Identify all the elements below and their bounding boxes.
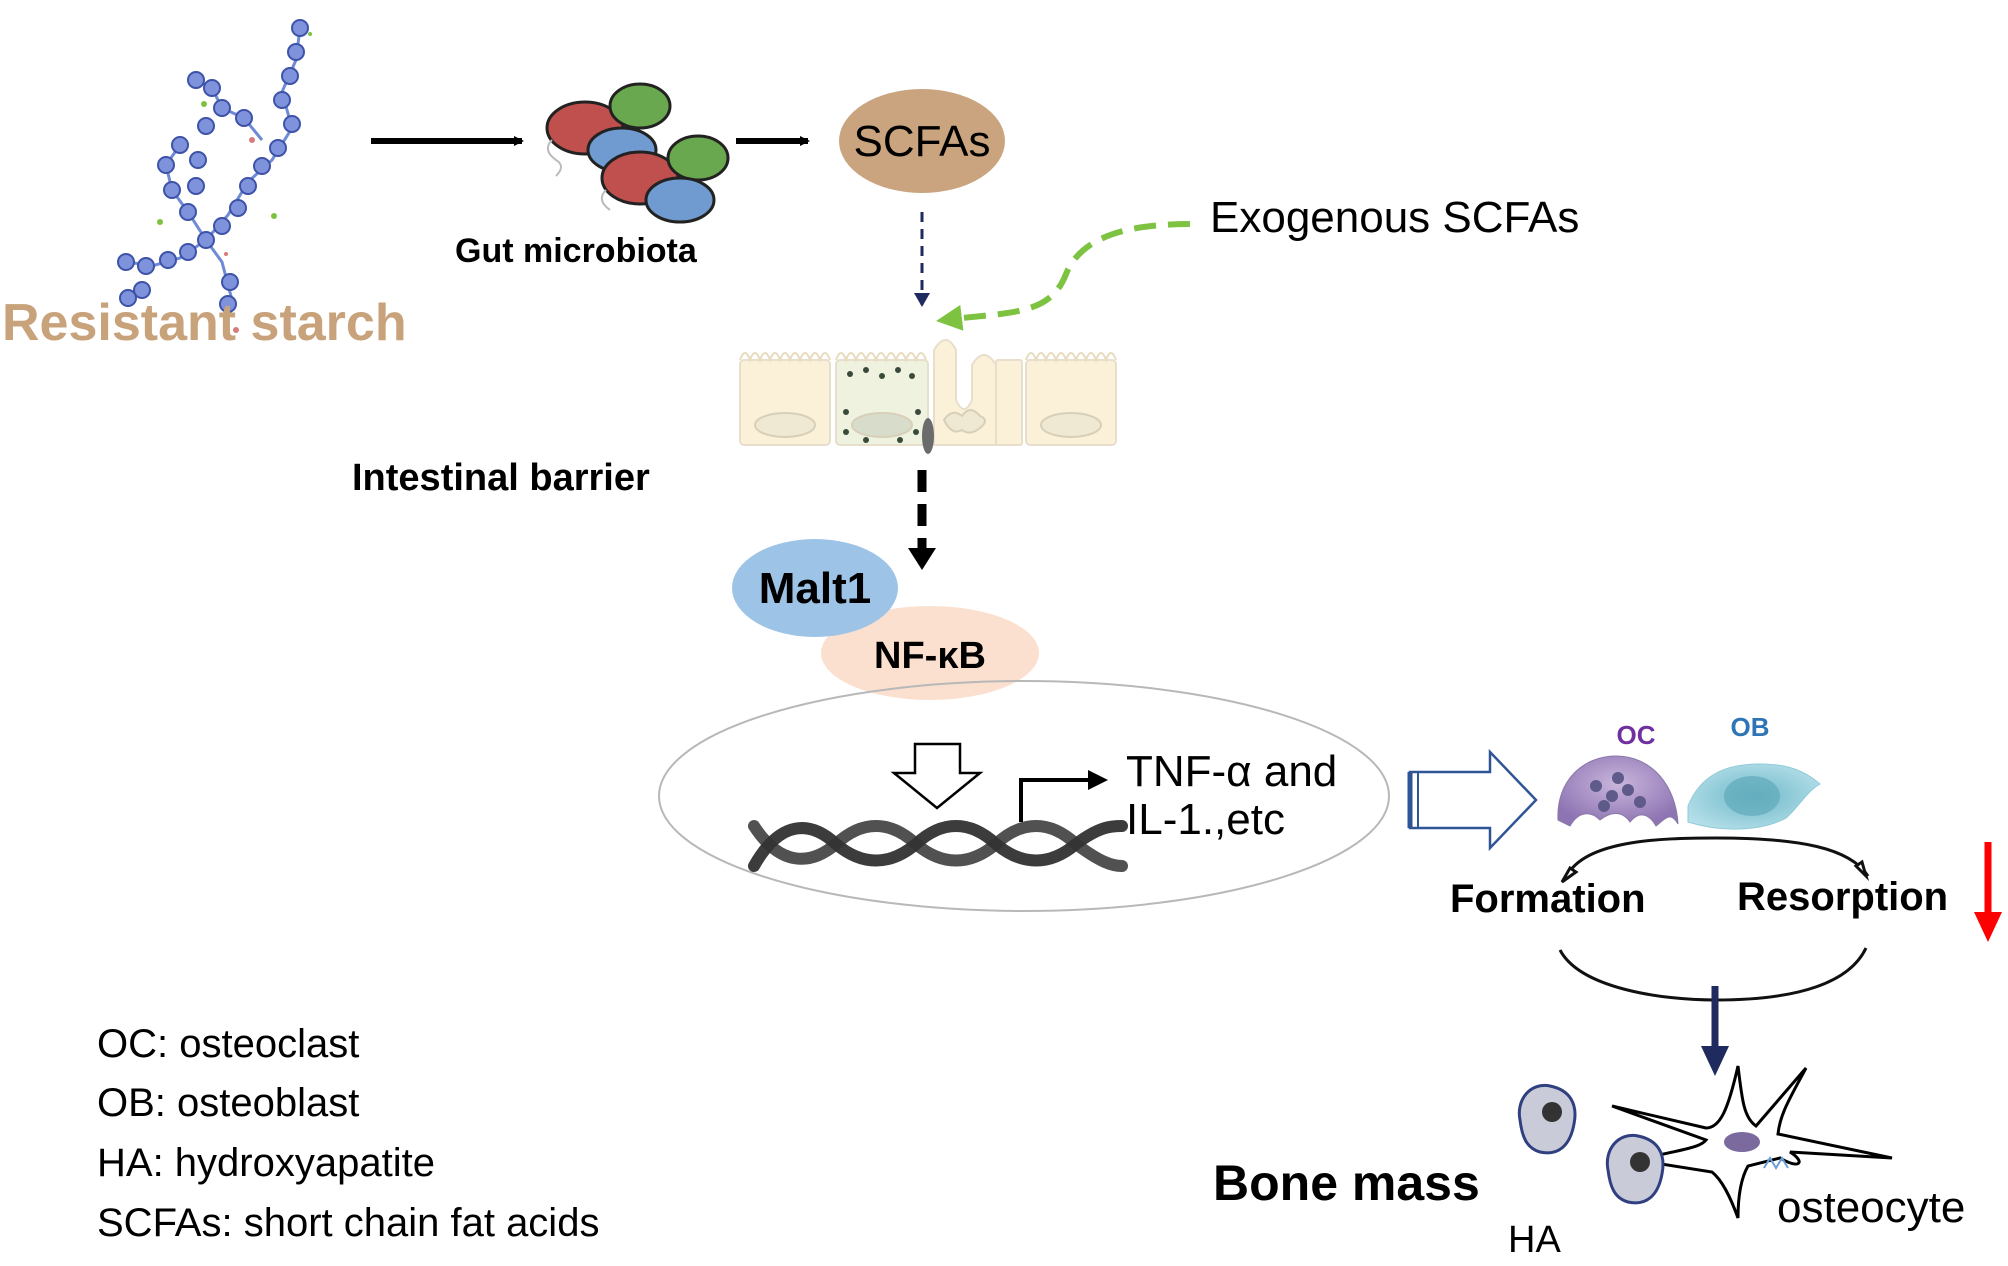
decrease-arrow-icon [1974, 842, 2002, 942]
legend-item: OB: osteoblast [97, 1081, 359, 1125]
ob-label: OB [1731, 712, 1770, 742]
legend-item: HA: hydroxyapatite [97, 1141, 435, 1185]
arrow-barrier-to-malt1-head [908, 548, 936, 570]
gut-microbiota-label: Gut microbiota [455, 232, 698, 270]
resorption-label: Resorption [1737, 875, 1948, 919]
cytokines-line2: IL-1.,etc [1126, 795, 1285, 844]
legend-item: OC: osteoclast [97, 1022, 359, 1066]
cytokines-line1: TNF-α and [1126, 747, 1337, 796]
hollow-down-arrow-icon [890, 742, 984, 810]
hollow-right-arrow-icon [1407, 748, 1538, 852]
transcription-arrow-head [1088, 770, 1108, 790]
ha-label: HA [1508, 1219, 1561, 1261]
osteoblast-cell-icon [1687, 763, 1821, 830]
nucleus-outline [658, 680, 1390, 912]
arrow-to-bone-mass [1701, 986, 1729, 1076]
exogenous-scfas-label: Exogenous SCFAs [1210, 193, 1579, 242]
bone-mass-label: Bone mass [1213, 1155, 1480, 1211]
gut-bacteria-icon [545, 82, 730, 224]
dna-helix-icon [748, 820, 1128, 872]
legend-item: SCFAs: short chain fat acids [97, 1201, 599, 1245]
hydroxyapatite-icon [1517, 1083, 1665, 1205]
exogenous-scfas-arrow [936, 221, 1191, 331]
resistant-starch-label: Resistant starch [2, 294, 407, 352]
transcription-arrow-icon [1019, 778, 1090, 822]
oc-label: OC [1617, 720, 1656, 750]
scfas-node [839, 89, 1005, 193]
starch-molecule-icon [117, 19, 312, 333]
intestinal-barrier-cells-icon [739, 339, 1117, 454]
abbreviation-legend: OC: osteoclast OB: osteoblast HA: hydrox… [97, 1022, 599, 1245]
scfas-label: SCFAs [854, 117, 991, 166]
malt1-label: Malt1 [759, 564, 871, 613]
intestinal-barrier-label: Intestinal barrier [352, 457, 650, 499]
osteoclast-cell-icon [1557, 755, 1679, 827]
malt1-node [732, 539, 898, 637]
osteocyte-label: osteocyte [1777, 1183, 1965, 1232]
formation-label: Formation [1450, 877, 1646, 921]
nfkb-label: NF-κB [874, 635, 986, 677]
nfkb-node [821, 606, 1039, 700]
osteocyte-cell-icon [1611, 1065, 1893, 1219]
